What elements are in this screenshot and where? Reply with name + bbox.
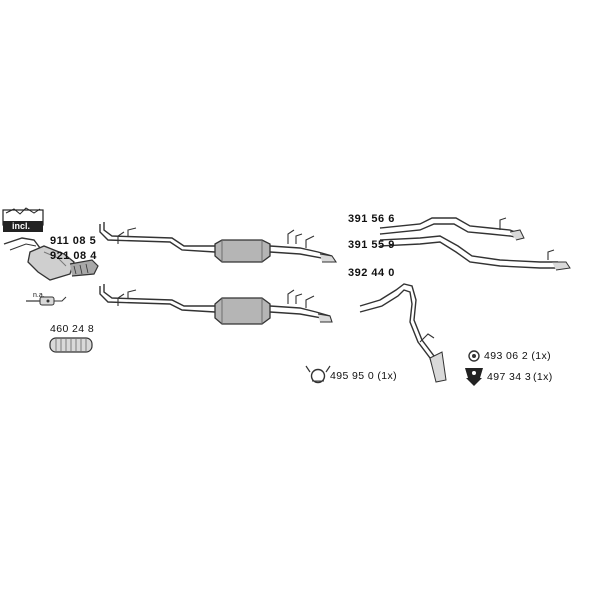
part-number-391566: 391 56 6	[348, 213, 395, 225]
rubber-mount-icon	[465, 368, 483, 386]
catalytic-converter	[3, 237, 99, 281]
center-exhaust-upper	[99, 222, 338, 263]
part-number-392440: 392 44 0	[348, 267, 395, 279]
not-available-label: n.a.	[33, 292, 45, 299]
flex-pipe-icon	[49, 337, 93, 353]
kit-box-icon	[2, 207, 44, 232]
tailpipe-392440	[359, 283, 447, 383]
oxygen-sensor-icon	[26, 296, 67, 306]
mount-part-label: 497 34 3	[487, 371, 532, 383]
part-number-911085: 911 08 5	[50, 235, 97, 247]
clamp-part-label: 495 95 0 (1x)	[330, 370, 398, 382]
part-number-921084: 921 08 4	[50, 250, 97, 262]
tailpipe-391566	[379, 217, 525, 241]
part-number-460248: 460 24 8	[50, 323, 95, 335]
center-exhaust-lower	[99, 284, 333, 325]
tailpipe-391559	[379, 235, 571, 271]
incl-label: incl.	[12, 221, 31, 231]
ring-part-label: 493 06 2 (1x)	[484, 350, 552, 362]
clamp-icon	[305, 365, 331, 384]
seal-ring-icon	[468, 350, 480, 362]
mount-quantity-label: (1x)	[533, 371, 553, 383]
part-number-391559: 391 55 9	[348, 239, 395, 251]
